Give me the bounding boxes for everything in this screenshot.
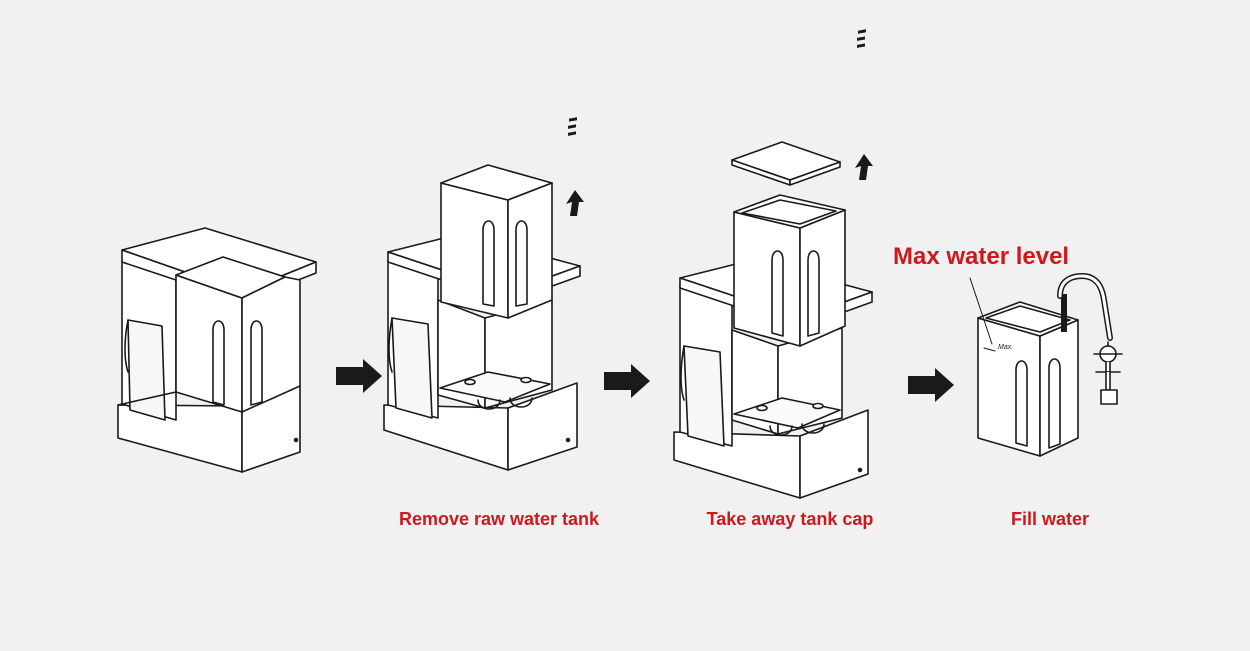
- machine-tank-removed: [383, 164, 581, 471]
- faucet-icon: [1057, 273, 1123, 405]
- max-mark-label: Max.: [998, 344, 1014, 351]
- step-caption-take-cap: Take away tank cap: [706, 509, 874, 529]
- up-arrow-icon: [566, 117, 584, 216]
- up-arrow-icon: [855, 29, 873, 180]
- machine-cap-removed: [673, 141, 873, 499]
- machine-assembled: [117, 227, 317, 473]
- max-water-level-label: Max water level: [893, 243, 1070, 270]
- step-caption-remove-tank: Remove raw water tank: [398, 509, 600, 529]
- tank-filling: [969, 277, 1079, 457]
- right-arrow-icon: [336, 359, 382, 393]
- step-caption-fill-water: Fill water: [1010, 509, 1090, 529]
- right-arrow-icon: [604, 364, 650, 398]
- right-arrow-icon: [908, 368, 954, 402]
